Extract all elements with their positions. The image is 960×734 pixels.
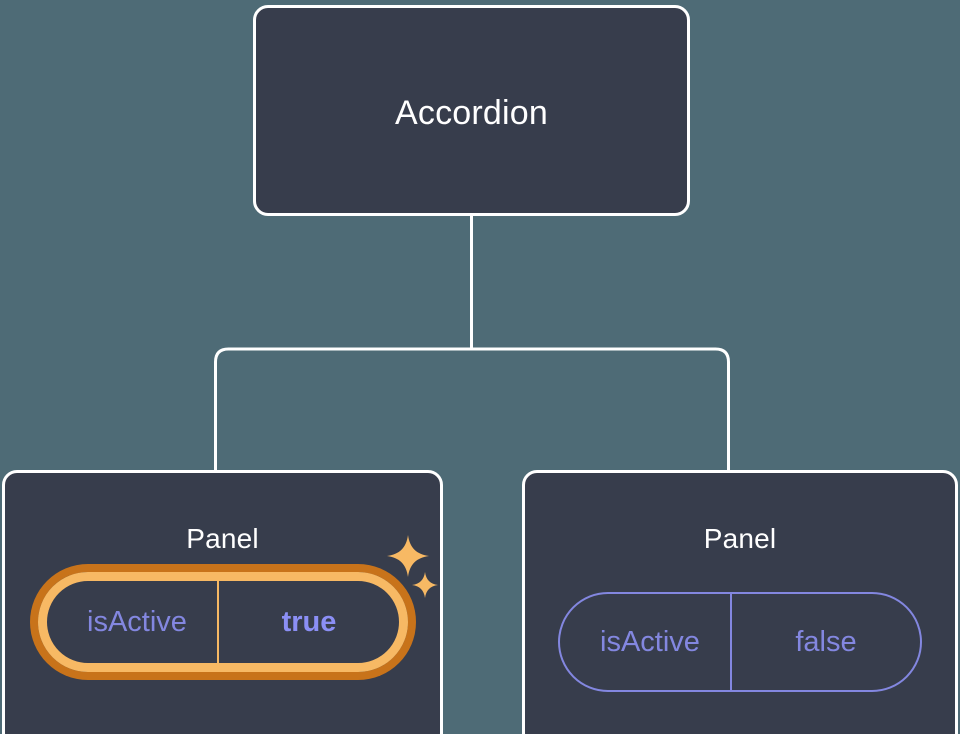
node-panel-inactive-label: Panel xyxy=(703,523,777,554)
edge-branch-bus xyxy=(214,347,730,470)
prop-value: false xyxy=(729,594,920,690)
prop-value: true xyxy=(216,581,399,663)
prop-key: isActive xyxy=(87,605,187,638)
prop-pill-isactive-false[interactable]: isActive false xyxy=(558,592,922,692)
prop-key: isActive xyxy=(600,625,700,658)
prop-pill-isactive-true[interactable]: isActive true xyxy=(38,572,408,672)
node-panel-active-label: Panel xyxy=(186,523,259,554)
node-accordion[interactable]: Accordion xyxy=(253,5,690,216)
node-accordion-label: Accordion xyxy=(395,94,548,132)
